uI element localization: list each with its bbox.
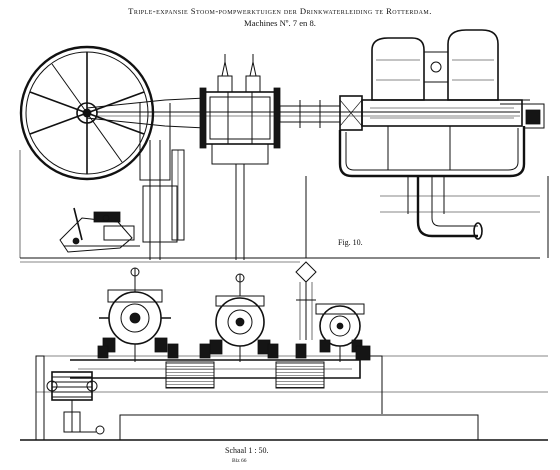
plan-view: [20, 261, 548, 441]
elevation-view: [19, 29, 549, 263]
governor: [295, 261, 317, 340]
figure-label: Fig. 10.: [338, 238, 363, 247]
heater-unit: [46, 371, 105, 435]
cylinder-group: [199, 54, 281, 260]
valve-chest-2: [209, 273, 271, 362]
plate-title: Triple-expansie Stoom-pompwerktuigen der…: [128, 6, 432, 16]
plate-number: Blz 66: [232, 458, 247, 464]
plate-subtitle: Machines Nº. 7 en 8.: [244, 18, 316, 28]
valve-chest-1: [99, 267, 171, 362]
scale-label: Schaal 1 : 50.: [225, 446, 269, 455]
pump-assembly: [338, 29, 545, 240]
flywheel: [19, 45, 155, 181]
